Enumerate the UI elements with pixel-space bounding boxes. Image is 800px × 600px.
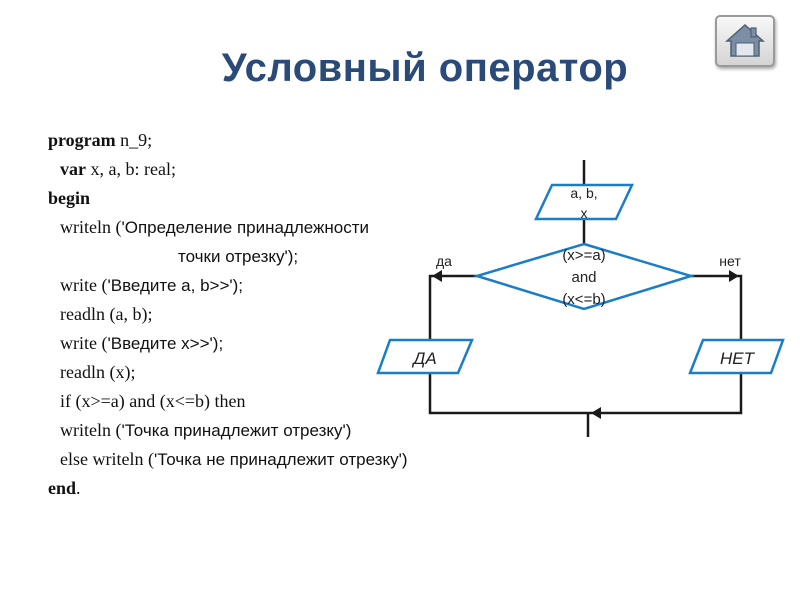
- code-line-var: var x, a, b: real;: [60, 159, 176, 179]
- flow-no-block: [688, 338, 785, 375]
- code-line-write-ab: write ('Введите a, b>>');: [60, 275, 244, 295]
- flow-line-merge: [428, 373, 743, 415]
- code-line-write-x: write ('Введите x>>');: [60, 333, 224, 353]
- code-line-writeln-1: writeln ('Определение принадлежности: [60, 217, 370, 237]
- flow-no-block-text: НЕТ: [720, 349, 756, 368]
- code-line-end: end.: [48, 478, 81, 498]
- flow-input-text-2: x: [581, 205, 588, 221]
- home-icon: [725, 23, 765, 57]
- code-line-writeln-yes: writeln ('Точка принадлежит отрезку'): [60, 420, 352, 440]
- flow-arrow-yes: [432, 270, 442, 282]
- flow-arrow-no: [729, 270, 739, 282]
- code-line-readln-x: readln (x);: [60, 362, 136, 382]
- flow-yes-block-text: ДА: [411, 349, 436, 368]
- home-button[interactable]: [715, 15, 775, 67]
- flow-arrow-merge: [591, 407, 601, 419]
- code-line-begin: begin: [48, 188, 91, 208]
- code-line-readln-ab: readln (a, b);: [60, 304, 153, 324]
- flow-no-label: нет: [719, 253, 741, 269]
- flow-condition-text-3: (x<=b): [562, 291, 605, 308]
- flow-line-no-branch: [691, 274, 743, 340]
- flow-condition-text-2: and: [571, 269, 596, 286]
- flow-yes-block: [376, 338, 474, 375]
- code-line-else: else writeln ('Точка не принадлежит отре…: [60, 449, 408, 469]
- flow-line-yes-branch: [428, 274, 477, 340]
- code-line-if: if (x>=a) and (x<=b) then: [60, 391, 246, 411]
- code-line-writeln-1-cont: точки отрезку');: [178, 247, 299, 266]
- code-line-program: program n_9;: [48, 130, 153, 150]
- flow-yes-label: да: [436, 253, 452, 269]
- flow-input-block: [534, 183, 634, 221]
- page-title: Условный оператор: [221, 46, 629, 90]
- flow-condition-block: [472, 242, 696, 311]
- flow-input-text-1: a, b,: [570, 185, 597, 201]
- flow-condition-text-1: (x>=a): [562, 247, 605, 264]
